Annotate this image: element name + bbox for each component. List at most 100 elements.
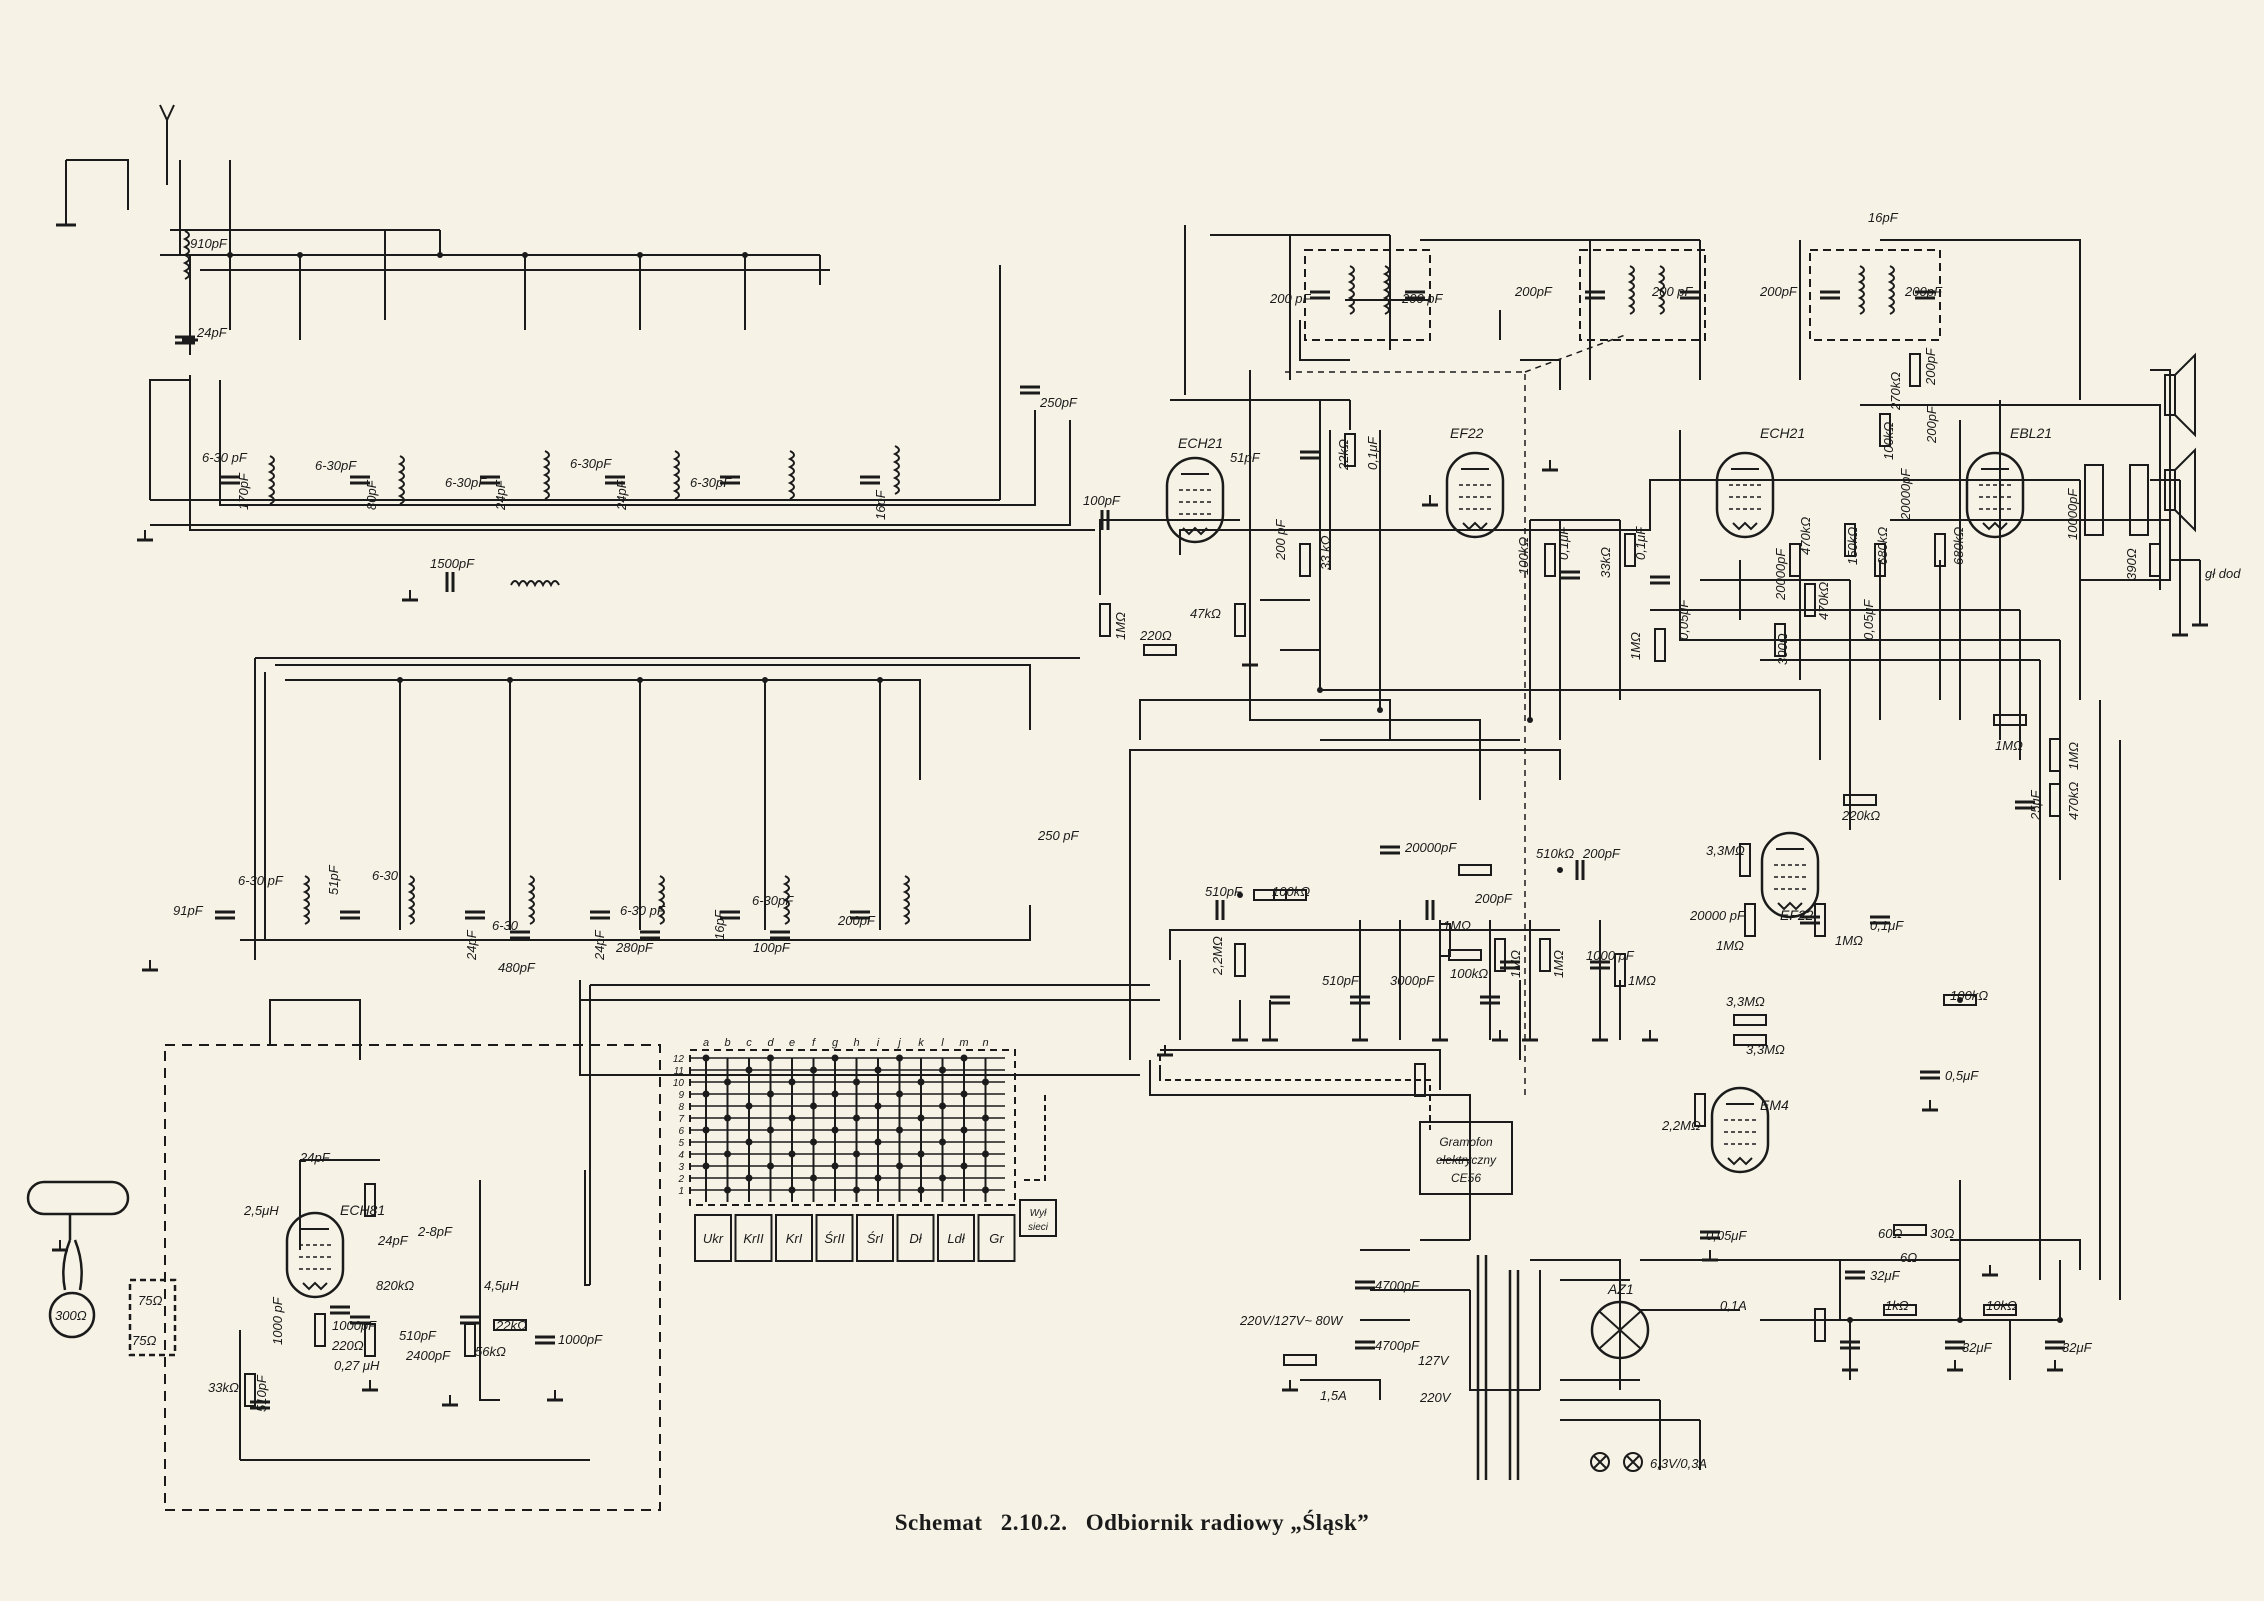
svg-text:elektryczny: elektryczny [1436,1153,1497,1167]
label-220kohm: 220kΩ [1841,808,1880,823]
label-250pf: 250pF [1039,395,1078,410]
label-4700pf: 4700pF [1375,1338,1420,1353]
band-switch-contact [917,1186,925,1194]
label-33kohm: 33kΩ [1598,547,1613,578]
tube-ebl21 [1965,451,2025,539]
label-470kohm: 470kΩ [1816,582,1831,620]
label-220ohm: 220Ω [331,1338,364,1353]
label-25uf: 25μF [2028,789,2043,821]
tube-label: EBL21 [2010,425,2052,441]
label-4700pf: 4700pF [1375,1278,1420,1293]
label-200pf: 200pF [1582,846,1621,861]
band-switch-row-label: 4 [678,1150,684,1161]
label-1mohm: 1MΩ [1716,938,1744,953]
band-switch-contact [960,1054,968,1062]
label-0-27uh: 0,27 μH [334,1358,380,1373]
band-key-5 [896,1214,935,1262]
band-switch-row-label: 5 [678,1138,684,1149]
label-910pf: 910pF [190,236,228,251]
label-16pf: 16pF [712,909,727,940]
band-switch-contact [745,1066,753,1074]
power-transformer [1476,1255,1520,1480]
band-switch-contact [939,1174,946,1182]
band-switch-contact [853,1150,860,1158]
label-470kohm: 470kΩ [2066,782,2081,820]
gramofon-box: Gramofon elektryczny CE56 [1419,1121,1513,1195]
band-switch-row-label: 9 [678,1090,684,1101]
band-switch-contact [724,1078,731,1086]
band-key-1 [734,1214,773,1262]
label-20000pf: 20000pF [1773,548,1788,601]
tube-label: AZ1 [1607,1281,1634,1297]
band-switch-contact [788,1114,796,1122]
band-switch-contact [853,1078,860,1086]
resistors [244,353,2161,1407]
band-switch-row-label: 8 [678,1102,684,1113]
label-22kohm: 22kΩ [495,1318,527,1333]
band-switch-contact [767,1162,774,1170]
label-680kohm: 680kΩ [1951,527,1966,565]
band-switch-column-label: f [812,1037,816,1049]
label-1mohm: 1MΩ [1835,933,1863,948]
label-6-30pf: 6-30pF [690,475,732,490]
band-switch-column-label: b [724,1037,730,1049]
band-switch-contact [982,1078,989,1086]
label-200pf: 200 pF [1401,291,1444,306]
band-switch-contact [831,1090,839,1098]
label-100kohm: 100kΩ [1881,422,1896,460]
label-510pf: 510pF [1205,884,1243,899]
band-switch-contact [853,1114,860,1122]
label-1000pf: 1000pF [332,1318,377,1333]
band-switch-contact [917,1078,925,1086]
tube-az1 [1590,1300,1650,1360]
band-switch-contact [896,1090,903,1098]
label-6-30pf: 6-30pF [445,475,487,490]
band-key-6 [937,1214,975,1262]
label-2-2mohm: 2,2MΩ [1210,936,1225,976]
label-6-30pf: 6-30pF [752,893,794,908]
label-75ohm: 75Ω [138,1293,162,1308]
label-170pf: 170pF [236,472,251,510]
band-key-label: KrI [786,1231,803,1246]
band-switch-contact [896,1162,903,1170]
band-switch-matrix [689,1049,1016,1206]
band-switch-column-label: i [877,1037,880,1049]
label-6-30pf: 6-30 pF [620,903,666,918]
band-switch-contact [874,1174,882,1182]
label-32uf: 32μF [1870,1268,1901,1283]
tube-label: ECH21 [1760,425,1805,441]
band-switch-contact [960,1090,968,1098]
band-switch-column-label: e [789,1037,795,1049]
label-2-2mohm: 2,2MΩ [1661,1118,1701,1133]
label-270kohm: 270kΩ [1888,372,1903,411]
label-1000pf: 1000 pF [1586,948,1635,963]
band-switch-contact [939,1138,946,1146]
band-switch-contact [874,1066,882,1074]
band-switch-contact [745,1138,753,1146]
label-51pf: 51pF [326,864,341,895]
band-switch-row-label: 6 [678,1126,684,1137]
band-switch-contact [874,1138,882,1146]
label-510pf: 510pF [399,1328,437,1343]
label-2-8pf: 2-8pF [417,1224,453,1239]
band-switch-row-label: 3 [678,1162,684,1173]
label-150kohm: 150kΩ [1845,527,1860,565]
mains-switch-box: Wył sieci [1019,1199,1057,1237]
label-24pf: 24pF [493,479,508,511]
label-480pf: 480pF [498,960,536,975]
label-lamp: 6,3V/0,3A [1650,1456,1707,1471]
band-switch-contact [831,1126,839,1134]
label-24pf: 24pF [464,929,479,961]
tube-ech81 [285,1211,345,1299]
band-switch-contact [724,1114,731,1122]
label-47kohm: 47kΩ [1190,606,1221,621]
label-1kohm: 1kΩ [1885,1298,1909,1313]
label-24pf: 24pF [196,325,228,340]
tube-label: ECH81 [340,1202,385,1218]
band-switch-contact [831,1162,839,1170]
label-200pf: 200pF [1924,405,1939,444]
band-switch-contact [767,1090,774,1098]
label-6-30pf: 6-30pF [570,456,612,471]
label-24pf: 24pF [592,929,607,961]
